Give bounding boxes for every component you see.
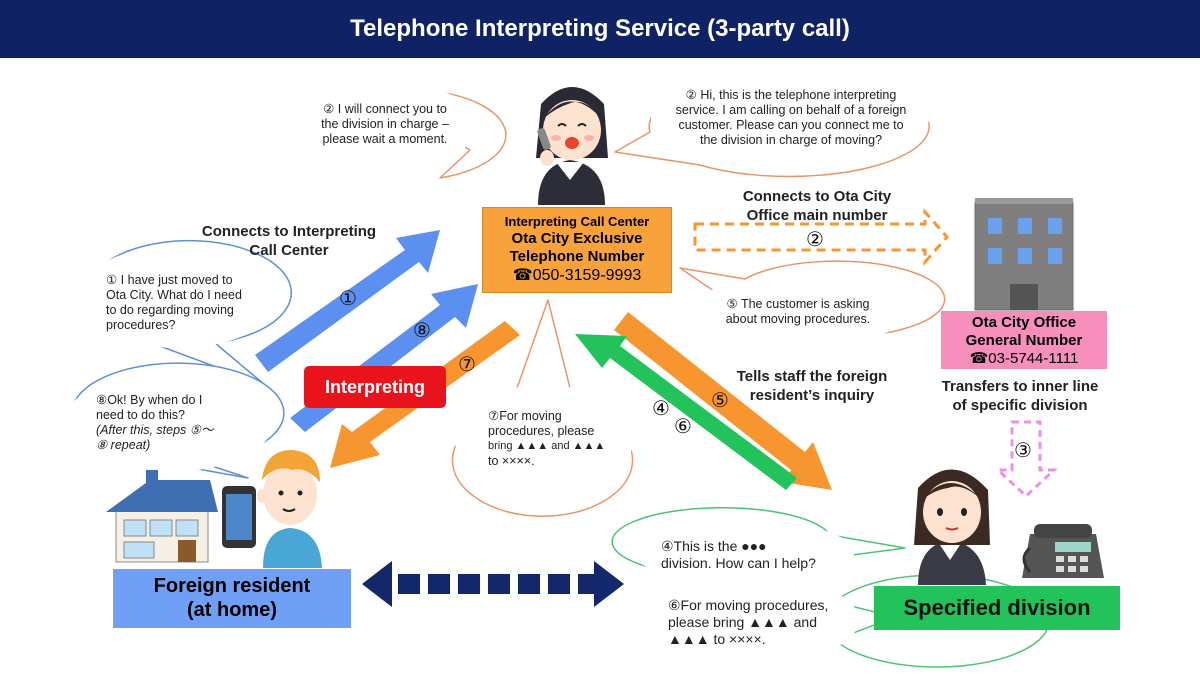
interpreting-badge: Interpreting bbox=[304, 366, 446, 408]
division-title: Specified division bbox=[903, 595, 1091, 620]
bubble-text-line: procedures? bbox=[106, 318, 176, 332]
label-transfers: Transfers to inner line of specific divi… bbox=[922, 377, 1118, 415]
bubble-note-line: ⑧ repeat) bbox=[96, 438, 151, 452]
call-center-phone: ☎050-3159-9993 bbox=[512, 267, 642, 284]
bubble-connect-division-text: ② I will connect you to the division in … bbox=[300, 102, 470, 147]
bubble-text-line: ② I will connect you to bbox=[323, 102, 447, 116]
bubble-text-line: about moving procedures. bbox=[725, 312, 871, 326]
label-connects-call-center-line2: Call Center bbox=[249, 242, 329, 259]
bubble-text-line: Ota City. What do I need bbox=[106, 288, 242, 302]
foreign-resident-subtitle: (at home) bbox=[187, 599, 277, 621]
bubble-text-line: ② Hi, this is the telephone interpreting bbox=[685, 88, 897, 102]
bubble-step8-text: ⑧Ok! By when do I need to do this? (Afte… bbox=[96, 393, 256, 453]
arrow-step2-dashed bbox=[693, 208, 949, 266]
call-center-title: Interpreting Call Center bbox=[504, 214, 650, 229]
division-box: Specified division bbox=[874, 586, 1120, 630]
smartphone-icon bbox=[222, 486, 256, 548]
label-tells-staff-line1: Tells staff the foreign bbox=[736, 368, 888, 385]
bubble-text-line: ▲▲▲ to ××××. bbox=[668, 631, 766, 647]
label-connects-office-line1: Connects to Ota City bbox=[742, 188, 892, 205]
bubble-step4-text: ④This is the ●●● division. How can I hel… bbox=[661, 538, 836, 572]
bubble-text-line: please bring ▲▲▲ and bbox=[668, 614, 817, 630]
ota-office-subtitle: General Number bbox=[965, 332, 1083, 349]
call-center-subtitle-1: Ota City Exclusive bbox=[511, 230, 643, 247]
label-connects-office-line2: Office main number bbox=[746, 207, 888, 224]
bubble-text-line: bring ▲▲▲ and ▲▲▲ bbox=[488, 440, 606, 452]
label-connects-call-center-line1: Connects to Interpreting bbox=[201, 223, 377, 240]
step-number-8: ⑧ bbox=[413, 318, 431, 342]
bubble-text-line: ④This is the ●●● bbox=[661, 538, 767, 554]
ota-office-box: Ota City Office General Number ☎03-5744-… bbox=[941, 311, 1107, 369]
bubble-note-line: (After this, steps ⑤～ bbox=[96, 423, 214, 437]
bubble-text-line: the division in charge – bbox=[321, 117, 449, 131]
label-transfers-line2: of specific division bbox=[952, 397, 1088, 414]
step-number-2: ② bbox=[806, 227, 824, 251]
bubble-text-line: ⑤ The customer is asking bbox=[726, 297, 870, 311]
arrow-resident-division-dashed bbox=[362, 561, 624, 607]
ota-office-title: Ota City Office bbox=[971, 314, 1077, 331]
interpreter-figure bbox=[536, 87, 608, 205]
ota-office-phone: ☎03-5744-1111 bbox=[969, 350, 1079, 367]
bubble-step7-text: ⑦For moving procedures, please bring ▲▲▲… bbox=[488, 409, 613, 469]
step-number-1: ① bbox=[339, 286, 357, 310]
bubble-text-line: need to do this? bbox=[96, 408, 185, 422]
bubble-text-line: to do regarding moving bbox=[106, 303, 234, 317]
interpreting-badge-label: Interpreting bbox=[324, 377, 425, 397]
step-number-6: ⑥ bbox=[674, 414, 692, 438]
foreign-resident-box: Foreign resident (at home) bbox=[113, 569, 351, 628]
call-center-subtitle-2: Telephone Number bbox=[509, 248, 645, 265]
call-center-box: Interpreting Call Center Ota City Exclus… bbox=[482, 207, 672, 293]
step-number-5: ⑤ bbox=[711, 388, 729, 412]
bubble-interpreter-greeting-text: ② Hi, this is the telephone interpreting… bbox=[656, 88, 926, 148]
foreign-resident-title: Foreign resident bbox=[153, 575, 311, 597]
bubble-step5-text: ⑤ The customer is asking about moving pr… bbox=[708, 297, 888, 327]
arrow-step5-orange bbox=[614, 312, 832, 490]
bubble-step1-text: ① I have just moved to Ota City. What do… bbox=[106, 273, 266, 333]
arrow-step3-dashed bbox=[994, 420, 1058, 499]
bubble-text-line: ⑦For moving bbox=[488, 409, 562, 423]
title-bar: Telephone Interpreting Service (3-party … bbox=[0, 0, 1200, 58]
house-icon bbox=[106, 470, 218, 563]
label-tells-staff: Tells staff the foreign resident’s inqui… bbox=[716, 367, 908, 405]
bubble-text-line: to ××××. bbox=[488, 454, 535, 468]
bubble-step6-text: ⑥For moving procedures, please bring ▲▲▲… bbox=[668, 597, 848, 648]
step-number-3: ③ bbox=[1014, 438, 1032, 462]
arrow-step4-6-green bbox=[575, 334, 797, 490]
step-number-4: ④ bbox=[652, 396, 670, 420]
label-connects-call-center: Connects to Interpreting Call Center bbox=[170, 222, 408, 260]
bubble-text-line: customer. Please can you connect me to bbox=[678, 118, 904, 132]
arrow-step1-blue bbox=[255, 230, 440, 372]
bubble-text-line: procedures, please bbox=[488, 424, 595, 438]
page-title: Telephone Interpreting Service (3-party … bbox=[350, 15, 850, 42]
label-connects-office: Connects to Ota City Office main number bbox=[712, 187, 922, 225]
bubble-text-line: please wait a moment. bbox=[322, 132, 448, 146]
label-tells-staff-line2: resident’s inquiry bbox=[749, 387, 875, 404]
desk-phone-icon bbox=[1022, 524, 1104, 578]
resident-figure bbox=[257, 450, 322, 568]
division-staff-figure bbox=[914, 469, 990, 585]
bubble-text-line: ⑥For moving procedures, bbox=[668, 597, 829, 613]
bubble-text-line: ① I have just moved to bbox=[106, 273, 233, 287]
bubble-text-line: division. How can I help? bbox=[661, 555, 816, 571]
bubble-text-line: service. I am calling on behalf of a for… bbox=[675, 103, 907, 117]
bubble-text-line: the division in charge of moving? bbox=[699, 133, 883, 147]
step-number-7: ⑦ bbox=[458, 352, 476, 376]
bubble-text-line: ⑧Ok! By when do I bbox=[96, 393, 203, 407]
label-transfers-line1: Transfers to inner line bbox=[941, 378, 1099, 395]
office-building-icon bbox=[974, 198, 1074, 311]
